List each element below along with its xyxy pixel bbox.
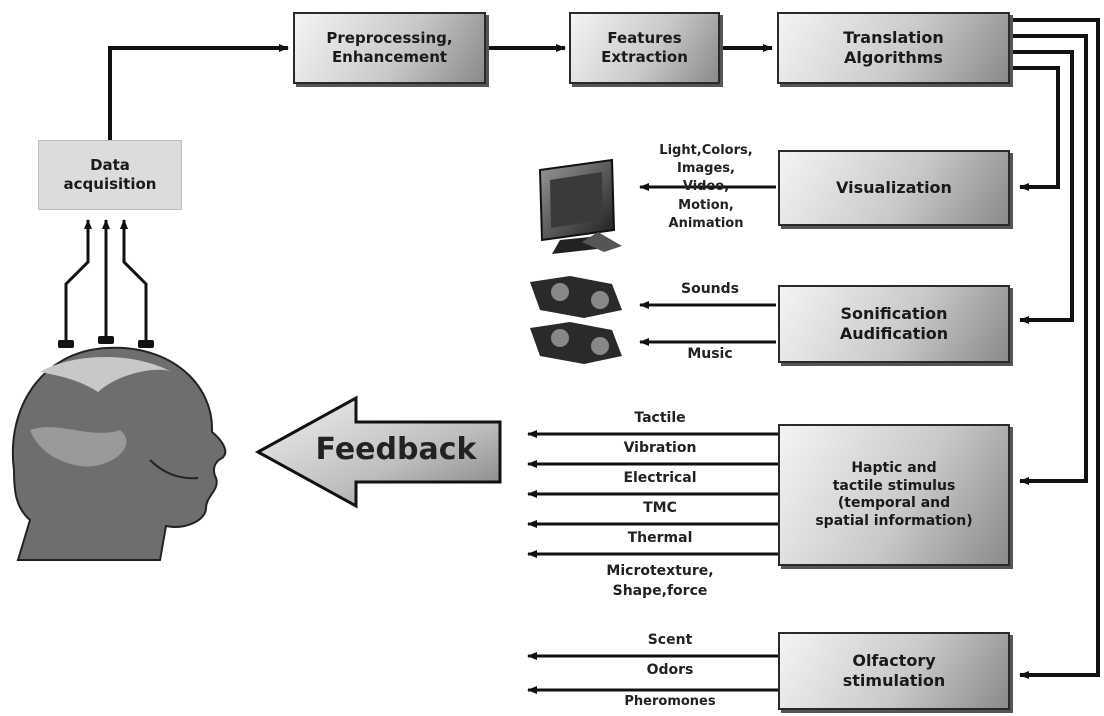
preprocessing-box: Preprocessing,Enhancement — [293, 12, 486, 84]
visual-outputs-label: Light,Colors, Images, Video, Motion, Ani… — [636, 142, 776, 233]
label-line: Animation — [668, 215, 744, 231]
label-line: Images, — [677, 161, 735, 177]
odors-label: Odors — [646, 662, 694, 678]
feedback-label: Feedback — [315, 432, 477, 467]
music-label: Music — [687, 346, 733, 362]
box-line: Olfactory — [852, 651, 936, 670]
sounds-label: Sounds — [681, 281, 739, 297]
label-line: Microtexture, — [606, 563, 714, 579]
box-line: Extraction — [601, 48, 688, 66]
box-line: Visualization — [836, 178, 952, 197]
scent-label: Scent — [647, 632, 693, 648]
route-to-olfactory — [1010, 18, 1100, 679]
tmc-label: TMC — [643, 500, 677, 516]
pheromones-label: Pheromones — [624, 694, 716, 709]
feedback-arrow-shape — [254, 395, 502, 509]
box-line: (temporal and — [837, 495, 951, 511]
box-line: Audification — [839, 324, 949, 343]
box-line: Haptic and — [851, 460, 937, 476]
label-line: Motion, — [678, 197, 734, 213]
box-line: spatial information) — [815, 512, 973, 529]
route-to-sonification — [1010, 50, 1074, 324]
box-line: Data — [90, 156, 130, 175]
thermal-label: Thermal — [627, 530, 693, 546]
electrical-label: Electrical — [623, 470, 697, 486]
box-line: Sonification — [840, 304, 948, 323]
computer-monitor-icon — [538, 158, 622, 254]
box-line: Translation — [843, 28, 944, 47]
microtexture-label: Microtexture, Shape,force — [590, 562, 730, 601]
route-to-haptic — [1010, 34, 1088, 485]
label-line: Light,Colors, — [659, 143, 753, 158]
route-to-visualization — [1010, 66, 1060, 191]
speaker-icon — [530, 276, 622, 364]
label-line: Shape,force — [612, 582, 708, 599]
head-with-electrodes-icon — [11, 336, 227, 561]
vibration-label: Vibration — [623, 440, 697, 456]
box-line: stimulation — [842, 671, 946, 690]
arrow-acq-to-preproc — [108, 44, 289, 140]
box-line: acquisition — [63, 175, 157, 193]
label-line: Video, — [682, 179, 730, 195]
visualization-box: Visualization — [778, 150, 1010, 226]
tactile-label: Tactile — [634, 410, 686, 426]
electrode-wires — [64, 219, 148, 345]
box-line: Features — [607, 29, 682, 48]
box-line: Enhancement — [331, 48, 448, 66]
box-line: tactile stimulus — [832, 477, 956, 494]
box-line: Algorithms — [844, 48, 943, 67]
box-line: Preprocessing, — [326, 29, 453, 48]
